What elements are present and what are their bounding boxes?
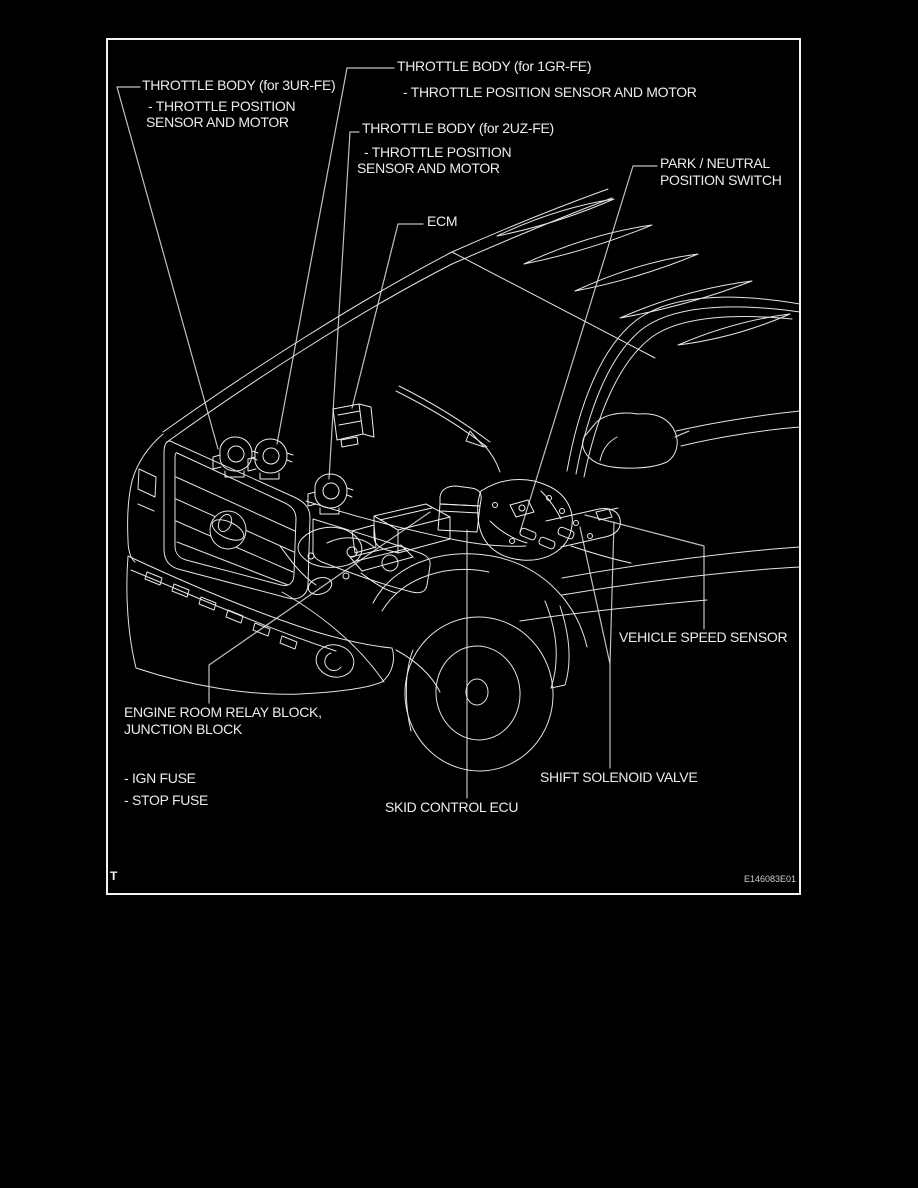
fog-lamp-inner (324, 652, 342, 671)
transmission-assembly (477, 479, 632, 564)
hood-edge (162, 188, 609, 433)
throttle-body-3ur-part (212, 436, 259, 478)
bay-edge (305, 500, 527, 547)
leader-park-neutral (519, 165, 658, 533)
label-ign-fuse: - IGN FUSE (124, 770, 196, 786)
relay-block-part (351, 503, 451, 554)
fog-lamp (315, 644, 355, 678)
label-throttle-body-1gr-sub1: - THROTTLE POSITION SENSOR AND MOTOR (403, 84, 697, 100)
leader-ecm (351, 223, 424, 409)
label-skid-control-ecu: SKID CONTROL ECU (385, 799, 519, 815)
label-park-neutral-sub1: POSITION SWITCH (660, 172, 782, 188)
a-pillar-roof (566, 296, 801, 472)
roof-hatching (496, 198, 791, 346)
throttle-body-2uz-part (307, 473, 354, 515)
a-pillar-roof-2 (575, 306, 801, 475)
belt-line (675, 410, 801, 432)
rim (435, 645, 521, 741)
ecm-part (332, 403, 375, 448)
underbody-line (519, 599, 708, 622)
shift-solenoid-part (519, 527, 537, 541)
hub (465, 678, 489, 706)
label-throttle-body-3ur-title: THROTTLE BODY (for 3UR-FE) (142, 77, 336, 93)
front-corner (127, 433, 164, 563)
label-throttle-body-2uz-sub1: - THROTTLE POSITION (364, 144, 512, 160)
corner-mark: T (110, 869, 118, 883)
label-throttle-body-3ur-sub2: SENSOR AND MOTOR (146, 114, 289, 130)
label-throttle-body-3ur-sub1: - THROTTLE POSITION (148, 98, 296, 114)
leader-lines (116, 67, 705, 799)
speed-sensor-part (595, 507, 619, 521)
wiper (395, 385, 501, 473)
figure-code: E146083E01 (743, 874, 796, 884)
label-throttle-body-2uz-sub2: SENSOR AND MOTOR (357, 160, 500, 176)
hood-side-edge (451, 251, 656, 359)
rocker-line (561, 546, 801, 579)
front-bumper (126, 555, 441, 695)
rocker-line-2 (561, 566, 801, 596)
bumper-slots (144, 571, 298, 650)
leader-shift-solenoid (579, 521, 615, 769)
grille (163, 440, 311, 600)
truck-body (126, 188, 801, 772)
label-throttle-body-2uz-title: THROTTLE BODY (for 2UZ-FE) (362, 120, 554, 136)
skid-control-ecu-part (437, 485, 482, 533)
label-throttle-body-1gr-title: THROTTLE BODY (for 1GR-FE) (397, 58, 592, 74)
tire (404, 616, 554, 772)
engine-components (212, 403, 632, 595)
hood-edge-inner (166, 197, 613, 443)
front-wheel (404, 616, 554, 772)
leader-throttle-2uz (328, 131, 360, 480)
a-pillar-roof-3 (583, 316, 793, 478)
leader-throttle-3ur (116, 86, 219, 450)
leader-throttle-1gr (276, 67, 395, 445)
park-neutral-switch-part (509, 499, 535, 518)
label-ecm: ECM (427, 213, 458, 229)
leader-relay-block (208, 511, 431, 704)
side-mirror (582, 412, 690, 469)
throttle-body-1gr-part (247, 438, 294, 480)
belt-line-2 (680, 426, 801, 447)
engine-assembly (279, 526, 414, 595)
label-park-neutral-title: PARK / NEUTRAL (660, 155, 770, 171)
label-shift-solenoid-valve: SHIFT SOLENOID VALVE (540, 769, 698, 785)
figure-frame (106, 38, 801, 895)
wheel-arch (372, 553, 588, 648)
label-stop-fuse: - STOP FUSE (124, 792, 209, 808)
label-relay-block-title: ENGINE ROOM RELAY BLOCK, (124, 704, 322, 720)
label-vehicle-speed-sensor: VEHICLE SPEED SENSOR (619, 629, 788, 645)
toyota-emblem-icon (209, 510, 247, 550)
label-relay-block-sub1: JUNCTION BLOCK (124, 721, 242, 737)
splash-shield (544, 600, 570, 689)
wheel-arch-inner (381, 569, 490, 612)
leader-speed-sensor (584, 514, 705, 630)
sidewall (405, 649, 414, 732)
